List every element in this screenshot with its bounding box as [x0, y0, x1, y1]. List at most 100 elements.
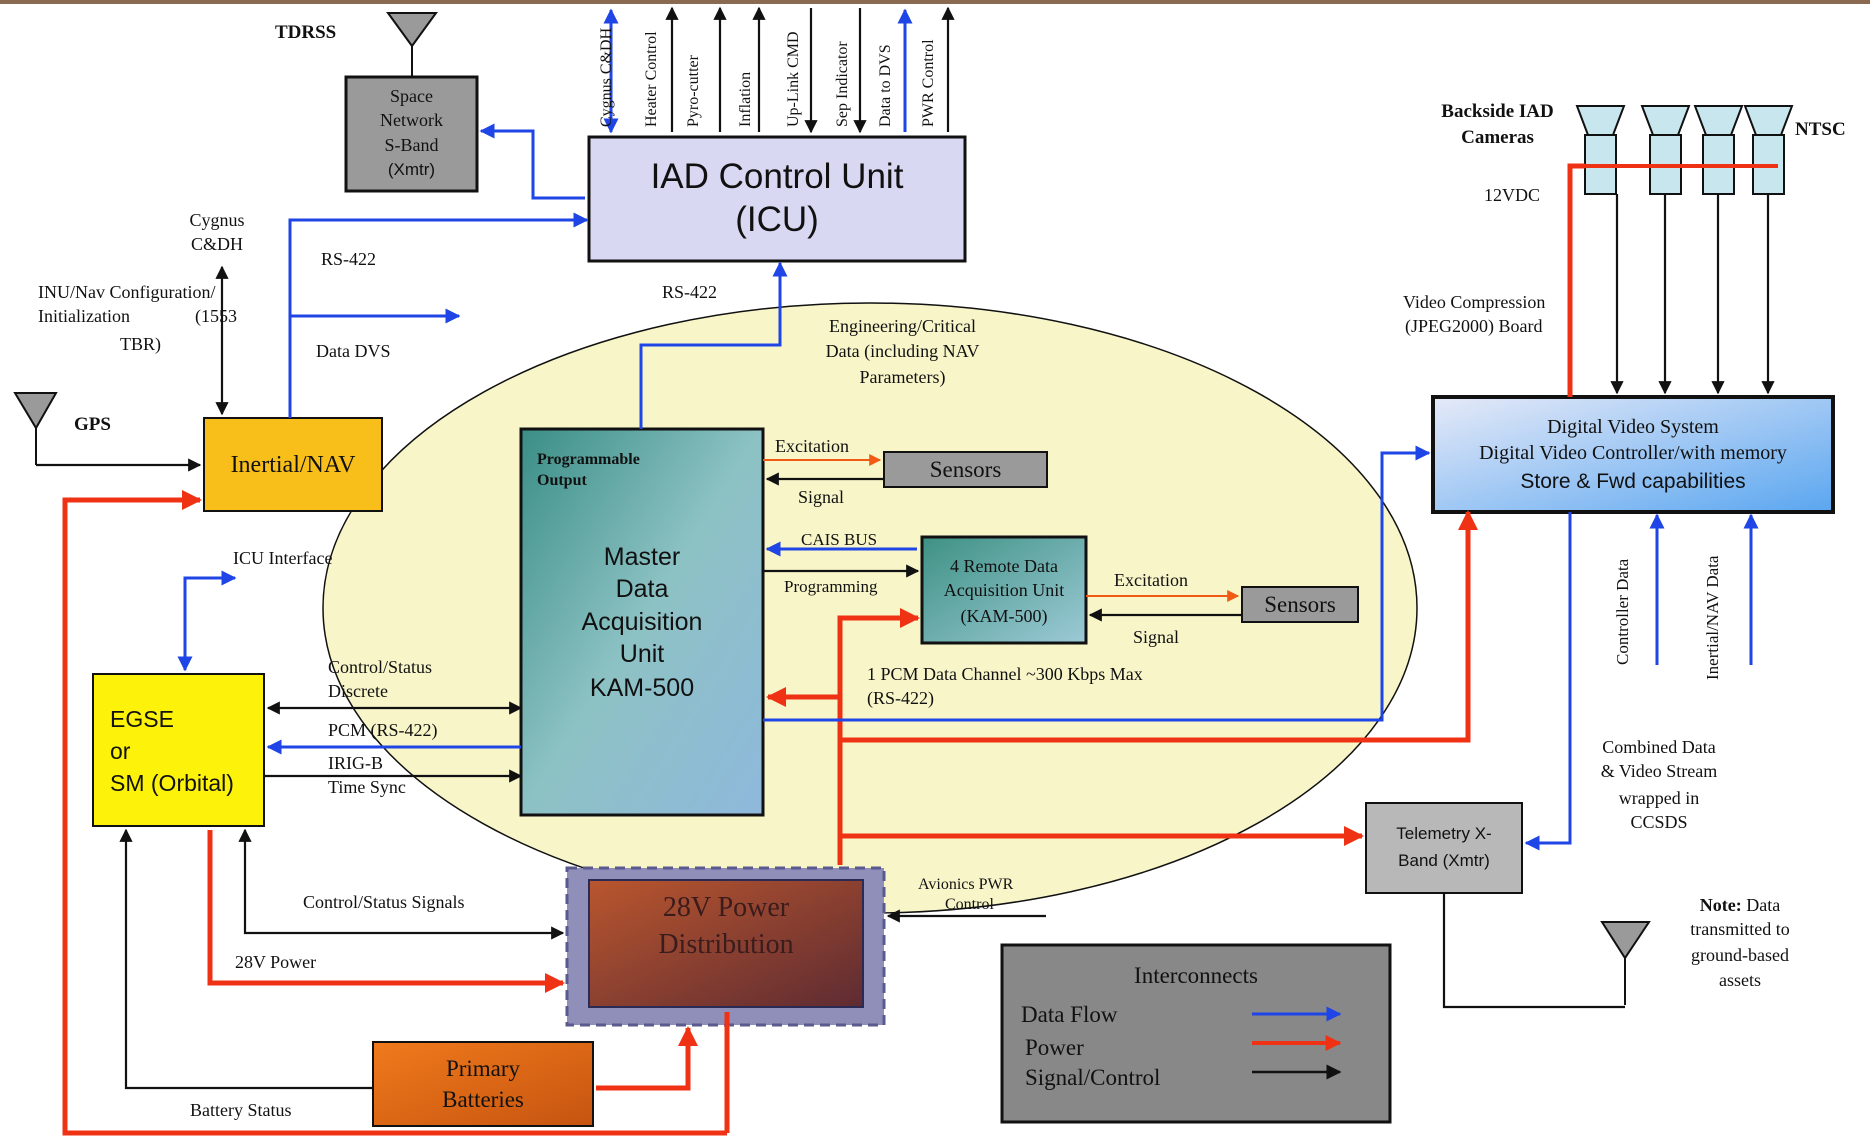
backside-iad-2: Cameras	[1461, 127, 1534, 148]
rs422-label-b: RS-422	[662, 282, 718, 302]
combined-label-3: wrapped in	[1618, 788, 1700, 808]
icu-title: IAD Control Unit	[650, 157, 904, 196]
excitation-a-label: Excitation	[775, 436, 849, 456]
combined-label-2: & Video Stream	[1600, 761, 1718, 781]
signal-a-label: Signal	[798, 487, 845, 507]
gps-label: GPS	[74, 414, 111, 435]
inu-config-2: Initialization	[38, 306, 130, 326]
mdau-label-5: KAM-500	[589, 674, 695, 702]
note-line-1: Note: Data	[1660, 895, 1820, 916]
signal-lines	[36, 6, 1775, 1090]
sensors-a-block	[883, 451, 1048, 488]
mdau-label-1: Master	[603, 543, 681, 571]
inertial-nav-label: Inertial/NAV	[230, 452, 356, 478]
battery-status-label: Battery Status	[190, 1100, 292, 1120]
power-lines	[62, 163, 1778, 1136]
note-line-2: transmitted to	[1690, 919, 1790, 939]
power-28v-label: 28V Power	[235, 952, 317, 972]
inu-config-4: TBR)	[120, 334, 162, 354]
pcm-channel-1: 1 PCM Data Channel ~300 Kbps Max	[867, 664, 1143, 684]
eng-critical-2: Data (including NAV	[825, 341, 980, 361]
pdu-inner	[588, 879, 864, 1008]
irig-label-2: Time Sync	[328, 777, 406, 797]
note-line-4: assets	[1719, 970, 1761, 990]
backside-iad-1: Backside IAD	[1441, 101, 1554, 122]
space-network-label-1: Space	[390, 86, 433, 106]
space-network-block	[344, 75, 479, 193]
top-strip	[0, 0, 1870, 4]
legend-signal: Signal/Control	[1025, 1065, 1161, 1090]
note-bold: Note:	[1699, 895, 1742, 915]
combined-label-4: CCSDS	[1630, 812, 1688, 832]
programming-label: Programming	[784, 577, 878, 596]
cais-bus-label: CAIS BUS	[801, 530, 878, 549]
mdau-label-3: Acquisition	[581, 608, 703, 636]
egse-block	[92, 673, 265, 827]
dvs-block	[1431, 395, 1835, 514]
telemetry-label-2: Band (Xmtr)	[1398, 851, 1490, 870]
telemetry-block	[1365, 802, 1523, 894]
rdau-label-3: (KAM-500)	[960, 606, 1048, 626]
space-network-label-2: Network	[380, 110, 443, 130]
icu-subtitle: (ICU)	[735, 200, 819, 239]
irig-label-1: IRIG-B	[328, 753, 383, 773]
pcm-channel-2: (RS-422)	[867, 688, 934, 708]
vdc12-label: 12VDC	[1484, 185, 1541, 205]
egse-label-1: EGSE	[110, 706, 174, 732]
dvs-label-1: Digital Video System	[1547, 416, 1719, 438]
note-line-3: ground-based	[1691, 945, 1789, 965]
rdau-block	[920, 535, 1088, 645]
dvs-label-2: Digital Video Controller/with memory	[1479, 442, 1787, 464]
control-status-signals-label: Control/Status Signals	[303, 892, 465, 912]
out-cygnus-label: Cygnus C&DH	[598, 27, 615, 127]
icu-interface-label: ICU Interface	[233, 548, 333, 568]
antenna-icons	[13, 12, 1651, 1005]
rdau-label-2: Acquisition Unit	[943, 580, 1065, 600]
legend-title: Interconnects	[1134, 963, 1258, 988]
pcm-rs422-label: PCM (RS-422)	[328, 720, 438, 740]
cygnus-cdh-2: C&DH	[190, 234, 243, 254]
camera-icons	[1575, 105, 1794, 195]
telemetry-label-1: Telemetry X-	[1396, 824, 1492, 843]
inu-config-3: (1553	[195, 306, 237, 326]
control-status-2: Discrete	[328, 681, 388, 701]
batteries-block	[372, 1041, 594, 1127]
pdu-label-2: Distribution	[658, 929, 794, 960]
prog-output-2: Output	[537, 472, 587, 489]
excitation-b-label: Excitation	[1114, 570, 1188, 590]
space-network-label-3: S-Band	[384, 135, 439, 155]
sensors-b-label: Sensors	[1264, 592, 1336, 617]
legend-box	[1000, 943, 1392, 1124]
data-dvs-label: Data DVS	[316, 341, 391, 361]
tdrss-label: TDRSS	[275, 22, 337, 43]
space-network-label-4: (Xmtr)	[387, 160, 436, 179]
inu-config-1: INU/Nav Configuration/	[38, 282, 216, 302]
prog-output-1: Programmable	[537, 451, 640, 468]
video-compression-1: Video Compression	[1403, 292, 1546, 312]
batteries-label-2: Batteries	[442, 1087, 524, 1112]
eng-critical-1: Engineering/Critical	[829, 316, 976, 336]
signal-b-label: Signal	[1133, 627, 1180, 647]
sensors-a-label: Sensors	[929, 457, 1002, 482]
mdau-label-2: Data	[615, 575, 669, 603]
rs422-label-a: RS-422	[321, 249, 377, 269]
mdau-label-4: Unit	[619, 640, 665, 668]
egse-label-2: or	[110, 738, 131, 764]
sensors-b-block	[1241, 586, 1359, 623]
pdu-label-1: 28V Power	[662, 892, 790, 923]
out-pyro-label: Pyro-cutter	[685, 55, 702, 127]
out-uplink-label: Up-Link CMD	[785, 31, 802, 127]
excitation-lines	[763, 454, 1240, 602]
control-status-1: Control/Status	[328, 657, 433, 677]
data-lines	[177, 8, 1759, 851]
controller-data-label: Controller Data	[1613, 558, 1632, 665]
video-compression-2: (JPEG2000) Board	[1405, 316, 1543, 336]
ntsc-label: NTSC	[1795, 119, 1846, 140]
out-heater-label: Heater Control	[643, 31, 660, 127]
egse-label-3: SM (Orbital)	[110, 770, 234, 796]
avionics-pwr-2: Control	[945, 896, 994, 913]
combined-label-1: Combined Data	[1602, 737, 1716, 757]
out-dvs-label: Data to DVS	[877, 44, 894, 127]
rdau-label-1: 4 Remote Data	[950, 556, 1058, 576]
